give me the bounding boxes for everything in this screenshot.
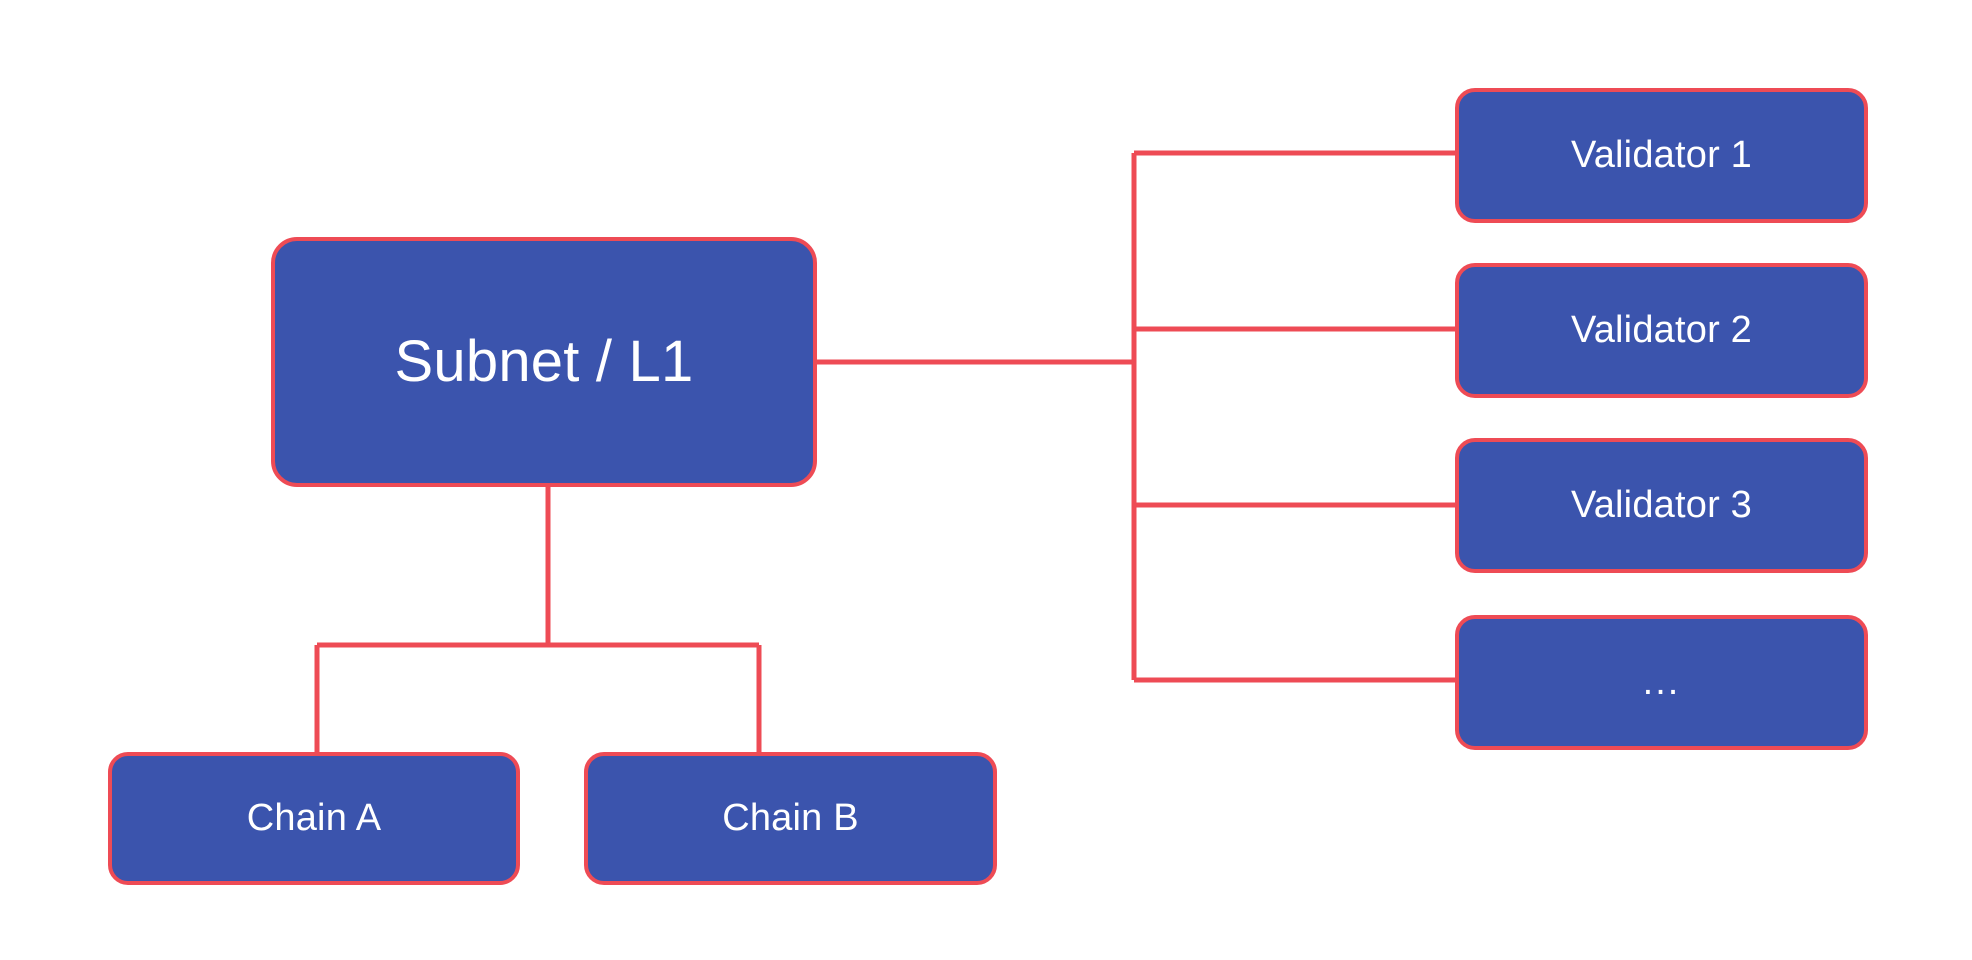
- node-chain-b[interactable]: Chain B: [584, 752, 997, 885]
- node-chain-a-label: Chain A: [246, 796, 382, 839]
- node-validator-3-label: Validator 3: [1570, 483, 1753, 526]
- node-validator-1-label: Validator 1: [1570, 133, 1753, 176]
- node-validator-more[interactable]: ...: [1455, 615, 1868, 750]
- node-validator-2[interactable]: Validator 2: [1455, 263, 1868, 398]
- node-validator-2-label: Validator 2: [1570, 308, 1753, 351]
- node-subnet-l1-label: Subnet / L1: [394, 329, 694, 395]
- node-chain-a[interactable]: Chain A: [108, 752, 520, 885]
- node-validator-more-label: ...: [1642, 660, 1681, 703]
- node-validator-3[interactable]: Validator 3: [1455, 438, 1868, 573]
- node-chain-b-label: Chain B: [722, 796, 859, 839]
- node-subnet-l1[interactable]: Subnet / L1: [271, 237, 817, 487]
- node-validator-1[interactable]: Validator 1: [1455, 88, 1868, 223]
